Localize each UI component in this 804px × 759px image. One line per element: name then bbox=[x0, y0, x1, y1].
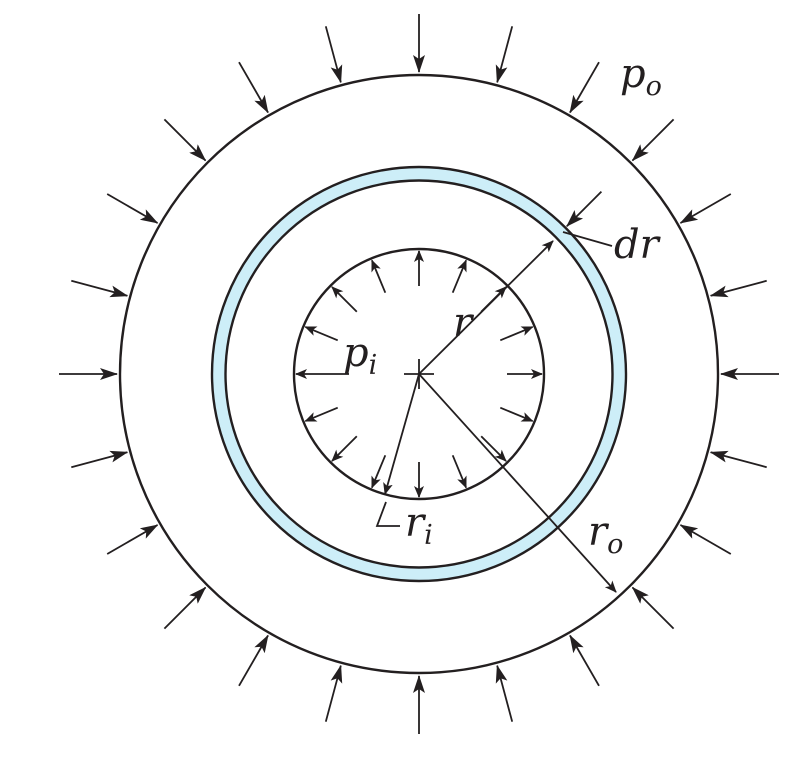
element-ring-inner-edge bbox=[224, 179, 614, 569]
outer-pressure-arrows bbox=[59, 14, 779, 734]
outer-pressure-arrow bbox=[163, 586, 207, 630]
inner-pressure-arrow bbox=[451, 454, 467, 489]
label-r-inner: ri bbox=[405, 500, 433, 551]
label-r-outer: ro bbox=[588, 509, 623, 560]
outer-pressure-arrow bbox=[679, 524, 732, 555]
outer-pressure-arrow bbox=[324, 26, 343, 84]
inner-pressure-arrow bbox=[371, 454, 387, 489]
element-pressure-arrow bbox=[566, 190, 603, 227]
element-ring-outer-edge bbox=[210, 165, 628, 583]
ri-leader bbox=[375, 501, 400, 527]
outer-pressure-arrow bbox=[495, 664, 514, 722]
label-r: r bbox=[453, 300, 475, 346]
label-dr: dr bbox=[614, 222, 662, 268]
outer-boundary bbox=[118, 73, 720, 675]
outer-pressure-arrow bbox=[631, 586, 675, 630]
dr-leader bbox=[562, 231, 613, 247]
radius-r-line bbox=[418, 240, 554, 375]
outer-pressure-arrow bbox=[238, 61, 269, 114]
label-p-outer: po bbox=[620, 51, 662, 102]
outer-pressure-arrow bbox=[71, 279, 129, 298]
inner-pressure-arrow bbox=[451, 259, 467, 294]
outer-pressure-arrow bbox=[631, 118, 675, 162]
radius-ri-line bbox=[383, 373, 420, 495]
inner-pressure-arrow bbox=[499, 326, 534, 342]
outer-pressure-arrow bbox=[679, 193, 732, 224]
outer-pressure-arrow bbox=[106, 193, 159, 224]
outer-pressure-arrow bbox=[324, 664, 343, 722]
outer-pressure-arrow bbox=[569, 634, 600, 687]
outer-pressure-arrow bbox=[495, 26, 514, 84]
radius-ro-line bbox=[418, 373, 617, 593]
outer-pressure-arrow bbox=[106, 524, 159, 555]
inner-pressure-arrow bbox=[480, 435, 507, 462]
outer-pressure-arrow bbox=[163, 118, 207, 162]
outer-pressure-arrow bbox=[238, 634, 269, 687]
outer-pressure-arrow bbox=[71, 450, 129, 469]
outer-pressure-arrow bbox=[709, 450, 767, 469]
inner-pressure-arrow bbox=[304, 406, 339, 422]
inner-pressure-arrow bbox=[499, 406, 534, 422]
outer-pressure-arrow bbox=[709, 279, 767, 298]
inner-pressure-arrow bbox=[371, 259, 387, 294]
inner-pressure-arrow bbox=[331, 286, 358, 313]
element-ring-band bbox=[212, 167, 626, 581]
outer-pressure-arrow bbox=[569, 61, 600, 114]
label-p-inner: pi bbox=[343, 330, 377, 381]
dr-arrow bbox=[566, 190, 603, 227]
inner-pressure-arrow bbox=[331, 435, 358, 462]
inner-pressure-arrow bbox=[304, 326, 339, 342]
inner-boundary bbox=[292, 247, 546, 501]
